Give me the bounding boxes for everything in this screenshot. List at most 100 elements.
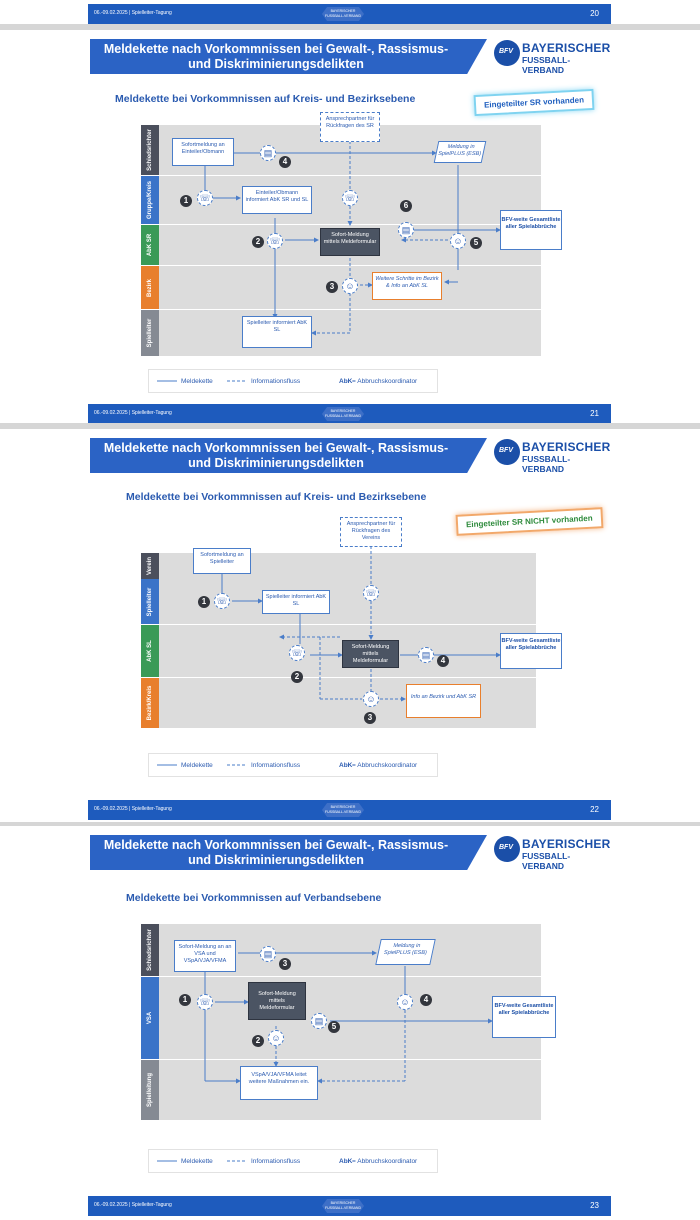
title-line-2: und Diskriminierungsdelikten [188,57,364,71]
box-ansprechpartner: Ansprechpartner für Rückfragen des SR [320,112,380,142]
step-number: 5 [328,1021,340,1033]
document-icon: ▤ [418,647,434,663]
footer-logo: BAYERISCHER FUSSBALL-VERBAND [322,1199,364,1213]
slide-subtitle: Meldekette bei Vorkommnissen auf Verband… [126,892,382,904]
slide-subtitle: Meldekette bei Vorkommnissen auf Kreis- … [126,491,427,503]
legend-informationsfluss: Informationsfluss [251,1158,301,1165]
lane-label: AbK SR [141,225,159,265]
footer-bar: 06.-09.02.2025 | Spielleiter-Tagung BAYE… [88,800,611,820]
bfv-logo: BFV BAYERISCHER FUSSBALL-VERBAND [494,439,612,474]
flow-arrows [204,141,501,336]
bfv-logo: BFV BAYERISCHER FUSSBALL-VERBAND [494,40,612,75]
legend-abk-key: AbK [339,1158,353,1165]
lane-label: Bezirk [141,266,159,309]
footer-date: 06.-09.02.2025 | Spielleiter-Tagung [94,10,172,16]
lane-label: Spielleiter [141,579,159,624]
legend-abk-value: = Abbruchskoordinator [352,762,418,769]
footer-date: 06.-09.02.2025 | Spielleiter-Tagung [94,1202,172,1208]
lane-spielleiter [141,310,541,356]
box-bfv-gesamtliste: BFV-weite Gesamtliste aller Spielabbrüch… [492,996,556,1038]
title-line-2: und Diskriminierungsdelikten [188,853,364,867]
flow-arrows [221,541,501,702]
box-meldung-spielplus: Meldung in SpielPLUS (ESB) [375,939,436,965]
legend-abk-value: = Abbruchskoordinator [352,378,418,385]
page-number: 22 [590,805,599,814]
step-number: 2 [252,1035,264,1047]
footer-logo: BAYERISCHER FUSSBALL-VERBAND [322,803,364,817]
legend: Meldekette Informationsfluss AbK = Abbru… [148,1149,438,1173]
box-sofortmeldung: Sofort-Meldung an an VSA und VSpA/VJA/VF… [174,940,236,972]
footer-date: 06.-09.02.2025 | Spielleiter-Tagung [94,806,172,812]
phone-icon: ☏ [197,994,213,1010]
box-spielleiter-informiert: Spielleiter informiert AbK SL [262,590,330,614]
box-meldeformular: Sofort-Meldung mittels Meldeformular [342,640,399,668]
title-line-1: Meldekette nach Vorkommnissen bei Gewalt… [103,42,449,56]
lane-label: Verein [141,553,159,579]
bfv-logo-icon: BFV [494,439,520,465]
legend-informationsfluss: Informationsfluss [251,762,301,769]
step-number: 6 [400,200,412,212]
slide-20-tail: 06.-09.02.2025 | Spielleiter-Tagung BAYE… [0,0,700,24]
box-sofortmeldung: Sofortmeldung an Einteiler/Obmann [172,138,234,166]
document-icon: ▤ [311,1013,327,1029]
legend-informationsfluss: Informationsfluss [251,378,301,385]
logo-line-2: FUSSBALL-VERBAND [522,55,571,75]
legend: Meldekette Informationsfluss AbK = Abbru… [148,369,438,393]
legend-meldekette: Meldekette [181,1158,213,1165]
footer-bar: 06.-09.02.2025 | Spielleiter-Tagung BAYE… [88,1196,611,1216]
user-icon: ☺ [450,233,466,249]
lane-vsa [141,977,541,1059]
step-number: 4 [437,655,449,667]
lane-label: Schiedsrichter [141,924,159,976]
legend: Meldekette Informationsfluss AbK = Abbru… [148,753,438,777]
slide-title: Meldekette nach Vorkommnissen bei Gewalt… [90,835,487,870]
box-info-bezirk: Info an Bezirk und AbK SR [406,684,481,718]
legend-meldekette: Meldekette [181,378,213,385]
title-line-1: Meldekette nach Vorkommnissen bei Gewalt… [103,441,449,455]
lane-bezirk [141,266,541,309]
slide-23: Meldekette nach Vorkommnissen bei Gewalt… [0,826,700,1220]
document-icon: ▤ [260,946,276,962]
footer-date: 06.-09.02.2025 | Spielleiter-Tagung [94,410,172,416]
slide-title: Meldekette nach Vorkommnissen bei Gewalt… [90,438,487,473]
box-sofortmeldung: Sofortmeldung an Spielleiter [193,548,251,574]
logo-line-1: BAYERISCHER [522,41,611,55]
phone-icon: ☏ [342,190,358,206]
lane-label: Spielleiter [141,310,159,356]
phone-icon: ☏ [289,645,305,661]
lane-label: Gruppe/Kreis [141,176,159,224]
box-bfv-gesamtliste: BFV-weite Gesamtliste aller Spielabbrüch… [500,633,562,669]
phone-icon: ☏ [214,593,230,609]
slide-21: Meldekette nach Vorkommnissen bei Gewalt… [0,30,700,423]
box-ansprechpartner: Ansprechpartner für Rückfragen des Verei… [340,517,402,547]
step-number: 1 [198,596,210,608]
lane-label: Schiedsrichter [141,125,159,175]
step-number: 2 [252,236,264,248]
logo-line-2: FUSSBALL-VERBAND [522,851,571,871]
logo-line-1: BAYERISCHER [522,440,611,454]
legend-abk-key: AbK [339,378,353,385]
box-einteiler: Einteiler/Obmann informiert AbK SR und S… [242,186,312,214]
bfv-logo-icon: BFV [494,40,520,66]
lane-label: VSA [141,977,159,1059]
footer-logo: BAYERISCHER FUSSBALL-VERBAND [322,407,364,421]
page-number: 20 [590,9,599,18]
step-number: 1 [180,195,192,207]
step-number: 3 [326,281,338,293]
footer-bar: 06.-09.02.2025 | Spielleiter-Tagung BAYE… [88,4,611,24]
phone-icon: ☏ [363,585,379,601]
step-number: 1 [179,994,191,1006]
step-number: 5 [470,237,482,249]
user-icon: ☺ [268,1030,284,1046]
box-meldung-spielplus: Meldung in SpielPLUS (ESB) [433,141,487,163]
user-icon: ☺ [342,278,358,294]
box-bfv-gesamtliste: BFV-weite Gesamtliste aller Spielabbrüch… [500,210,562,250]
lane-label: AbK SL [141,625,159,677]
lane-abk-sl [141,625,536,677]
title-line-2: und Diskriminierungsdelikten [188,456,364,470]
page-number: 23 [590,1201,599,1210]
legend-abk-key: AbK [339,762,353,769]
lane-label: Bezirk/Kreis [141,678,159,728]
page-number: 21 [590,409,599,418]
legend-meldekette: Meldekette [181,762,213,769]
